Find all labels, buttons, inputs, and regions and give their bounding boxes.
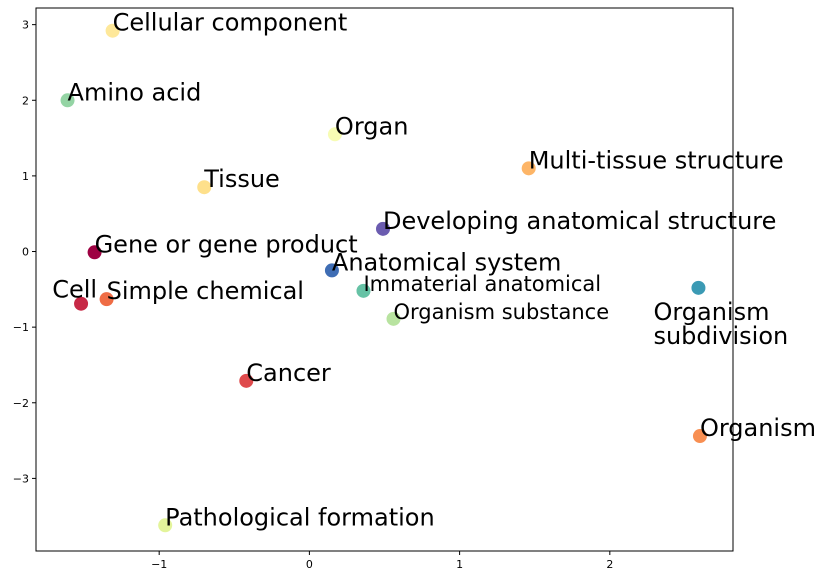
y-tick-label: −3	[13, 472, 29, 485]
plot-frame	[35, 7, 734, 552]
point-label: Tissue	[203, 165, 280, 193]
y-tick-label: 3	[22, 19, 29, 32]
data-points	[60, 23, 707, 533]
data-point	[105, 23, 120, 38]
data-point	[691, 280, 706, 295]
x-tick-label: 0	[306, 558, 313, 571]
data-point	[158, 518, 173, 533]
point-label: Pathological formation	[165, 503, 435, 531]
y-tick-label: 2	[22, 94, 29, 107]
point-label: Anatomical system	[332, 248, 561, 276]
point-label: Organism substance	[394, 300, 610, 324]
point-label: Cellular component	[113, 9, 348, 37]
x-tick-label: −1	[151, 558, 167, 571]
data-point	[74, 296, 89, 311]
y-tick-label: 1	[22, 170, 29, 183]
y-tick-label: −2	[13, 397, 29, 410]
point-label: Cell	[52, 276, 97, 304]
data-point	[692, 429, 707, 444]
y-tick-label: 0	[22, 246, 29, 259]
point-label: Simple chemical	[107, 277, 304, 305]
y-tick-label: −1	[13, 321, 29, 334]
data-point	[60, 93, 75, 108]
data-point	[197, 180, 212, 195]
point-label: Organ	[335, 112, 409, 140]
point-label: Gene or gene product	[95, 230, 358, 258]
data-point	[324, 263, 339, 278]
point-label: Immaterial anatomical	[363, 272, 601, 296]
data-point	[375, 221, 390, 236]
plot-background	[36, 8, 733, 551]
point-label: Cancer	[246, 359, 331, 387]
data-point	[356, 283, 371, 298]
point-label: Multi-tissue structure	[529, 146, 784, 174]
point-label: Developing anatomical structure	[383, 207, 776, 235]
point-label: Amino acid	[68, 78, 202, 106]
data-point	[87, 245, 102, 260]
data-point	[327, 127, 342, 142]
data-point	[99, 292, 114, 307]
axes: −1 0 1 2 3 2 1 0 −1 −2 −3	[13, 19, 614, 571]
x-tick-label: 2	[606, 558, 613, 571]
data-point	[239, 373, 254, 388]
data-point	[521, 161, 536, 176]
point-label: Organism	[700, 414, 816, 442]
data-point	[386, 311, 401, 326]
x-tick-label: 1	[456, 558, 463, 571]
